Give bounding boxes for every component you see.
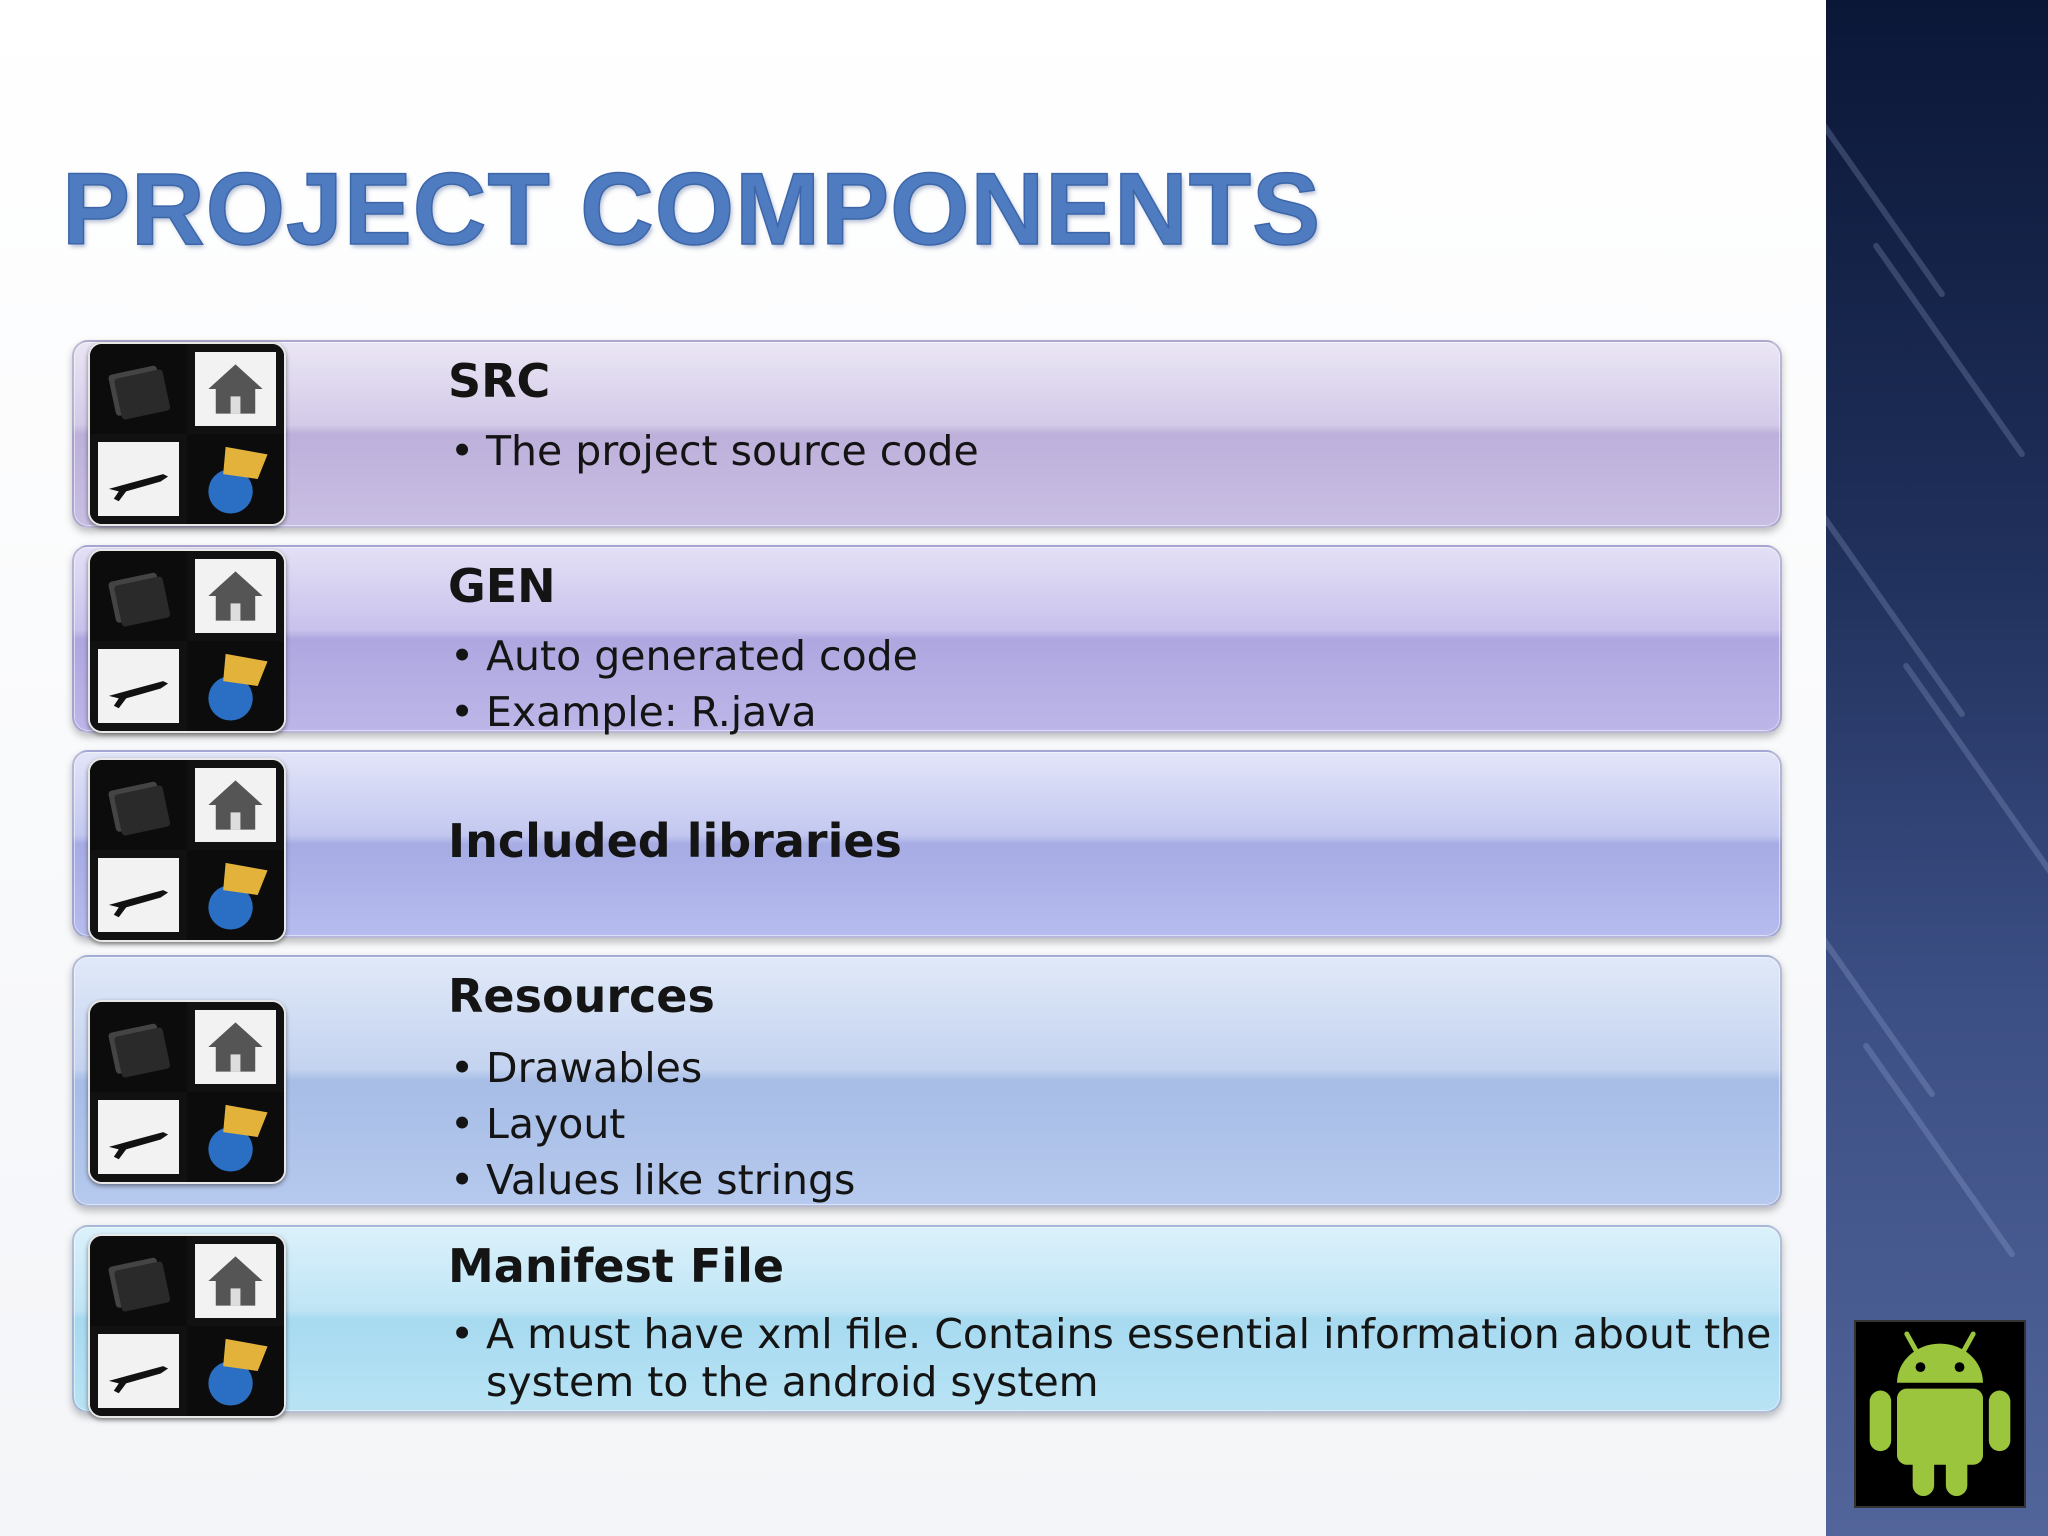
component-row-gen [72, 545, 1782, 733]
component-heading-src: SRC [448, 354, 551, 408]
list-item: Auto generated code [448, 628, 918, 684]
component-bullets-resources: Drawables Layout Values like strings [448, 1040, 855, 1208]
side-decor-panel [1826, 0, 2048, 1536]
component-bullets-manifest: A must have xml file. Contains essential… [448, 1310, 1778, 1406]
component-row-resources [72, 955, 1782, 1207]
folder-grid-icon [88, 758, 286, 942]
list-item: A must have xml file. Contains essential… [448, 1310, 1778, 1406]
component-row-libraries [72, 750, 1782, 938]
component-heading-gen: GEN [448, 559, 556, 613]
component-heading-resources: Resources [448, 969, 715, 1023]
folder-grid-icon [88, 342, 286, 526]
list-item: Layout [448, 1096, 855, 1152]
folder-grid-icon [88, 1000, 286, 1184]
list-item: Values like strings [448, 1152, 855, 1208]
folder-grid-icon [88, 1234, 286, 1418]
component-heading-manifest: Manifest File [448, 1239, 785, 1293]
component-heading-libraries: Included libraries [448, 814, 902, 868]
component-bullets-gen: Auto generated code Example: R.java [448, 628, 918, 740]
list-item: Example: R.java [448, 684, 918, 740]
component-bullets-src: The project source code [448, 423, 979, 479]
list-item: The project source code [448, 423, 979, 479]
android-robot-icon [1854, 1320, 2026, 1508]
slide-title: PROJECT COMPONENTS [61, 152, 1322, 266]
folder-grid-icon [88, 549, 286, 733]
list-item: Drawables [448, 1040, 855, 1096]
